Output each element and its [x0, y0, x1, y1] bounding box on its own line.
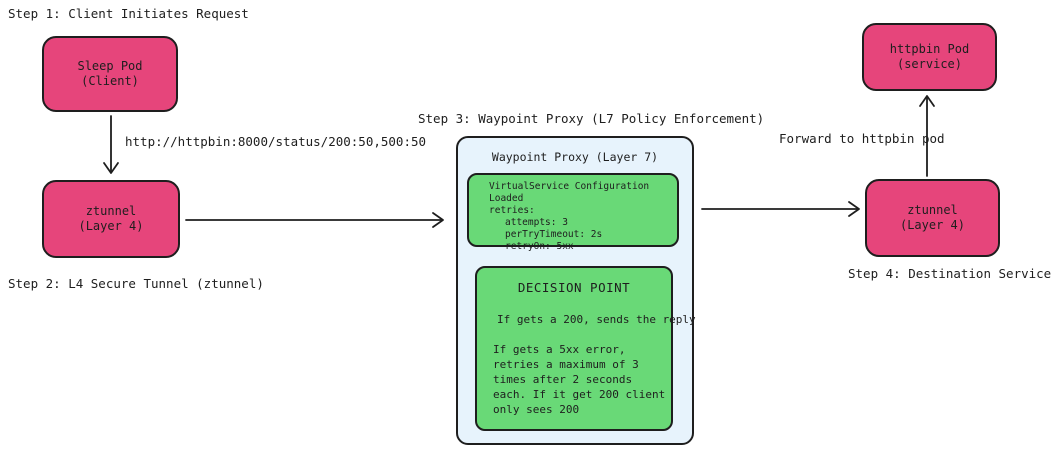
arrow-proxy-to-ztunnel: [701, 201, 860, 217]
config-per-try-timeout: perTryTimeout: 2s: [505, 229, 603, 240]
ztunnel-source-title: ztunnel: [85, 204, 137, 218]
ztunnel-source-subtitle: (Layer 4): [78, 219, 144, 233]
waypoint-proxy-container: Waypoint Proxy (Layer 7) VirtualService …: [456, 136, 696, 445]
ztunnel-source-node: ztunnel (Layer 4): [42, 180, 180, 258]
sleep-pod-subtitle: (Client): [81, 74, 139, 88]
step-1-label: Step 1: Client Initiates Request: [8, 6, 249, 21]
config-title: VirtualService Configuration Loaded: [489, 181, 650, 204]
edges-layer: [103, 95, 935, 228]
arrow-ztunnel-to-httpbin: [919, 95, 935, 177]
ztunnel-destination-subtitle: (Layer 4): [899, 218, 966, 232]
decision-success-text: If gets a 200, sends the reply: [497, 313, 696, 326]
step-2-label: Step 2: L4 Secure Tunnel (ztunnel): [8, 276, 264, 291]
ztunnel-destination-title: ztunnel: [907, 203, 958, 217]
decision-point-box: DECISION POINT If gets a 200, sends the …: [475, 266, 696, 431]
sleep-pod-node: Sleep Pod (Client): [42, 36, 178, 112]
waypoint-proxy-title: Waypoint Proxy (Layer 7): [491, 150, 659, 164]
request-url-label: http://httpbin:8000/status/200:50,500:50: [125, 134, 427, 149]
step-4-label: Step 4: Destination Service: [848, 266, 1051, 281]
config-attempts: attempts: 3: [505, 217, 568, 228]
virtualservice-config-box: VirtualService Configuration Loaded retr…: [467, 173, 679, 252]
decision-retry-text: If gets a 5xx error, retries a maximum o…: [493, 343, 666, 416]
decision-title: DECISION POINT: [517, 280, 631, 295]
arrow-sleep-to-ztunnel: [103, 115, 119, 174]
config-retries: retries:: [489, 205, 535, 216]
ztunnel-destination-node: ztunnel (Layer 4): [865, 179, 1000, 257]
config-retry-on: retryOn: 5xx: [505, 241, 574, 252]
forward-label: Forward to httpbin pod: [779, 131, 945, 146]
httpbin-pod-subtitle: (service): [896, 57, 962, 71]
sleep-pod-title: Sleep Pod: [77, 59, 143, 73]
step-3-label: Step 3: Waypoint Proxy (L7 Policy Enforc…: [418, 111, 765, 126]
httpbin-pod-title: httpbin Pod: [889, 42, 970, 56]
arrow-ztunnel-to-proxy: [185, 212, 444, 228]
httpbin-pod-node: httpbin Pod (service): [862, 23, 997, 91]
